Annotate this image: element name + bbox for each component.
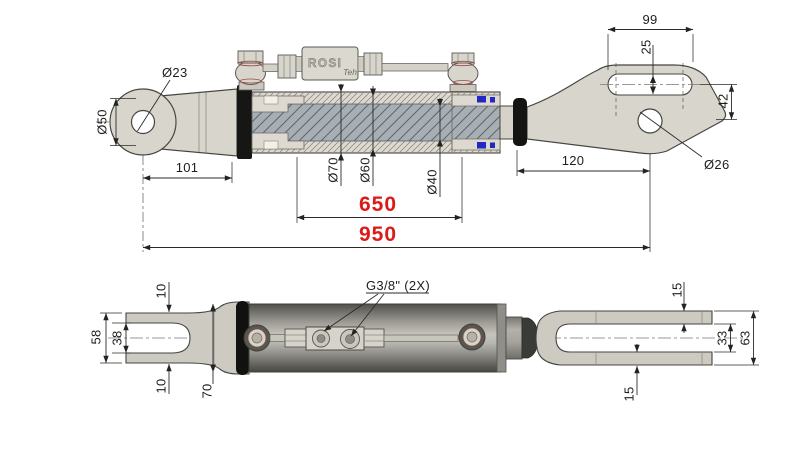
- hex-fitting-left: [277, 54, 297, 79]
- dim-label: 120: [562, 153, 585, 168]
- dim-label: Ø26: [704, 157, 729, 172]
- tube-wall-hatch-top: [253, 93, 499, 104]
- side-view: ROSI Teh: [95, 12, 737, 252]
- right-fork: [535, 310, 713, 366]
- plan-view-dimensions: 10 58 38 10 7: [89, 278, 759, 402]
- dim-650: 650: [296, 157, 463, 223]
- collar-left: [295, 56, 303, 72]
- dim-label: Ø23: [162, 65, 187, 80]
- plan-view: 10 58 38 10 7: [89, 278, 759, 402]
- dim-label: 25: [639, 39, 654, 54]
- dim-label: 63: [738, 330, 753, 345]
- dim-slot-height: 25: [639, 39, 656, 94]
- port-hex-left: [284, 328, 307, 348]
- elbow-oring-left-lower: [239, 78, 262, 84]
- pipe-right: [381, 63, 449, 72]
- elbow-base-right: [449, 84, 477, 92]
- dim-label: Ø70: [326, 157, 341, 182]
- dim-eye-offset: 101: [143, 160, 233, 183]
- rod-lock-ring: [513, 98, 527, 146]
- port-hex-right: [363, 328, 385, 348]
- dim-fork-outer-right: 63: [714, 310, 759, 366]
- barrel-section: [237, 85, 501, 159]
- dim-label: 58: [89, 329, 104, 344]
- elbow-oring-right: [451, 60, 475, 67]
- eye-end: [109, 88, 238, 157]
- dim-plate-bottom-right: 15: [622, 344, 640, 402]
- barrel-end-collar: [496, 303, 507, 373]
- dim-rod: Ø40: [425, 98, 443, 197]
- tube-wall-hatch-bottom: [253, 141, 499, 152]
- dim-ports: G3/8" (2X): [323, 278, 430, 337]
- elbow-fitting-center: [466, 331, 478, 343]
- dim-label: 15: [670, 282, 685, 297]
- dim-label: 99: [642, 12, 657, 27]
- dim-pin-hole: Ø23: [137, 65, 187, 132]
- dim-label: 38: [110, 330, 125, 345]
- port-2-bore: [345, 334, 355, 344]
- dim-label: Ø50: [95, 109, 110, 134]
- dim-fork-outer-left: 58: [89, 312, 122, 364]
- black-oring-band: [236, 301, 249, 375]
- piston-rod-hatch: [252, 104, 500, 141]
- hydraulic-fittings: ROSI Teh: [235, 46, 479, 92]
- elbow-oring-left: [237, 60, 264, 67]
- plate-round-hole: [637, 108, 663, 134]
- dim-label: 10: [154, 378, 169, 393]
- gland-nut: [505, 316, 523, 360]
- dim-leader: [137, 79, 171, 132]
- dim-fork-gap-left: 38: [110, 322, 131, 354]
- dim-hole-offset: 42: [700, 84, 737, 120]
- dim-bore: Ø60: [358, 86, 376, 186]
- dim-950: 950: [143, 223, 650, 251]
- dim-plate-bottom-left: 10: [154, 364, 172, 394]
- brand-logo-sub: Teh: [343, 67, 357, 77]
- dim-plate-top-right: 15: [670, 282, 687, 333]
- port-assembly: [243, 323, 486, 352]
- elbow-fitting-center: [251, 332, 263, 344]
- pipe-left: [262, 63, 279, 72]
- wiper-seal-top: [490, 97, 495, 103]
- dim-label: 15: [622, 386, 637, 401]
- dim-plate-top-left: 10: [154, 282, 172, 312]
- dim-label-red: 650: [359, 193, 397, 216]
- dim-body-od: 70: [200, 304, 216, 399]
- dim-fork-gap-right: 33: [714, 323, 736, 353]
- left-fork: [125, 301, 250, 375]
- dim-label: G3/8" (2X): [366, 278, 430, 293]
- dim-label: Ø60: [358, 157, 373, 182]
- dim-label: 33: [715, 330, 730, 345]
- piston-ring-top: [263, 95, 279, 105]
- port-pipe-right: [383, 334, 459, 342]
- dim-label: 10: [154, 283, 169, 298]
- elbow-oring-right-lower: [452, 80, 474, 85]
- elbow-nut-right: [451, 52, 475, 64]
- dim-rod-end-length: 120: [516, 150, 650, 176]
- end-cap-black: [237, 85, 252, 159]
- dim-label-red: 950: [359, 223, 397, 246]
- collar-right: [357, 56, 365, 72]
- port-pipe-left: [269, 334, 286, 342]
- dim-label: 42: [716, 93, 731, 108]
- port-1-bore: [316, 334, 326, 343]
- dim-label: 101: [176, 160, 199, 175]
- wiper-seal-bottom: [490, 142, 495, 148]
- left-fork-end: [125, 301, 250, 375]
- brand-logo: ROSI: [308, 56, 342, 70]
- piston-ring-bottom: [263, 140, 279, 150]
- right-fork-end: [535, 310, 713, 366]
- dim-eye-od: Ø50: [95, 98, 136, 146]
- dim-label: 70: [200, 383, 215, 398]
- dim-end-hole: Ø26: [639, 111, 729, 172]
- hex-fitting-right: [363, 52, 383, 76]
- dim-label: Ø40: [425, 169, 440, 194]
- rod-seal-bottom: [477, 142, 486, 149]
- dim-barrel-od: Ø70: [326, 84, 344, 186]
- rod-end: [499, 63, 727, 155]
- dim-slot-length: 99: [607, 12, 694, 70]
- rod-seal-top: [477, 96, 486, 103]
- side-view-dimensions: Ø23 Ø50 101 Ø70: [95, 12, 737, 251]
